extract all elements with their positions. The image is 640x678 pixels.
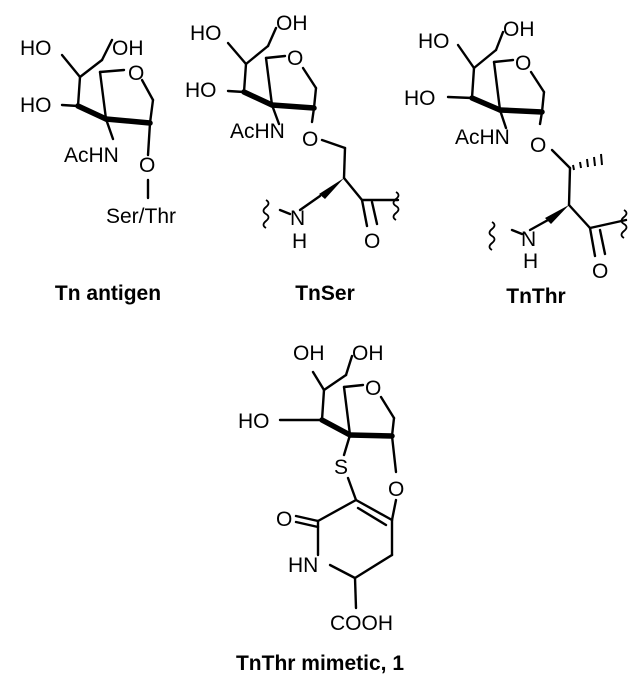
hydroxyl-label: HO bbox=[20, 94, 52, 117]
ring-oxygen-label: O bbox=[128, 62, 144, 85]
amide-hydrogen-label: H bbox=[292, 230, 307, 253]
caption-tnthr: TnThr bbox=[506, 285, 565, 308]
carboxylic-acid-label: COOH bbox=[330, 612, 393, 635]
hydroxyl-label: OH bbox=[276, 12, 308, 35]
tn-antigen-bonds bbox=[60, 38, 155, 200]
hydroxyl-label: HO bbox=[185, 79, 217, 102]
thioether-sulfur-label: S bbox=[334, 456, 348, 479]
hydroxyl-label: HO bbox=[418, 30, 450, 53]
amide-nitrogen-label: N bbox=[290, 207, 305, 230]
caption-tnthr-mimetic: TnThr mimetic, 1 bbox=[236, 652, 404, 675]
hashed-methyl-bond bbox=[572, 153, 603, 171]
tnser-structure: HO OH HO O AcHN O N H O TnSer bbox=[185, 12, 400, 305]
caption-tn-antigen: Tn antigen bbox=[55, 282, 161, 305]
hydroxyl-label: HO bbox=[238, 410, 270, 433]
hydroxyl-label: OH bbox=[503, 18, 535, 41]
ring-oxygen-label: O bbox=[515, 52, 531, 75]
amide-hydrogen-label: H bbox=[523, 250, 538, 273]
carbonyl-oxygen-label: O bbox=[364, 230, 380, 253]
ring-oxygen-label: O bbox=[287, 47, 303, 70]
tnser-bonds bbox=[226, 26, 400, 229]
acetamido-label: AcHN bbox=[64, 144, 119, 167]
lactam-nh-label: HN bbox=[288, 554, 318, 577]
hydroxyl-label: OH bbox=[112, 37, 144, 60]
ser-thr-label: Ser/Thr bbox=[106, 205, 176, 228]
acetamido-label: AcHN bbox=[455, 126, 510, 149]
tnthr-structure: HO OH HO O AcHN O N H O TnThr bbox=[404, 18, 628, 308]
hydroxyl-label: OH bbox=[293, 342, 325, 365]
hydroxyl-label: HO bbox=[190, 22, 222, 45]
lactam-carbonyl-oxygen-label: O bbox=[276, 508, 292, 531]
glycosidic-oxygen-label: O bbox=[302, 128, 318, 151]
amide-nitrogen-label: N bbox=[521, 228, 536, 251]
hydroxyl-label: HO bbox=[20, 37, 52, 60]
ring-oxygen-label: O bbox=[365, 377, 381, 400]
glycosidic-oxygen-label: O bbox=[530, 134, 546, 157]
enol-ether-oxygen-label: O bbox=[388, 478, 404, 501]
hydroxyl-label: OH bbox=[352, 342, 384, 365]
carbonyl-oxygen-label: O bbox=[592, 260, 608, 283]
caption-tnser: TnSer bbox=[295, 282, 355, 305]
tn-antigen-structure: HO OH HO O AcHN O Ser/Thr Tn antigen bbox=[20, 37, 176, 305]
tnthr-mimetic-bonds bbox=[278, 354, 398, 610]
glycosidic-oxygen-label: O bbox=[139, 154, 155, 177]
hydroxyl-label: HO bbox=[404, 87, 436, 110]
tnthr-mimetic-structure: OH OH HO O S O O HN COOH TnThr mimetic, … bbox=[236, 342, 404, 675]
tnthr-bonds bbox=[446, 30, 628, 258]
acetamido-label: AcHN bbox=[230, 120, 285, 143]
